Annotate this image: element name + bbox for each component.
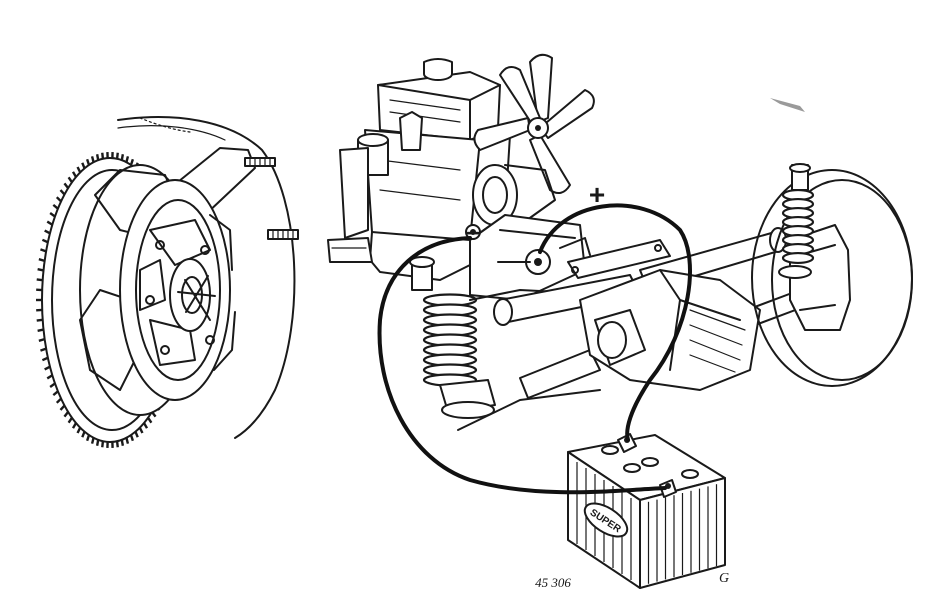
positive-cable	[538, 203, 692, 442]
rear-coil-spring	[778, 163, 815, 279]
negative-terminal-label: −	[466, 220, 480, 247]
cooling-fan	[473, 53, 595, 195]
battery-cables	[377, 203, 692, 495]
engine-block	[327, 53, 595, 301]
ink-smudge	[770, 98, 805, 112]
clutch-flywheel-assembly	[36, 116, 299, 448]
positive-terminal-label: +	[589, 179, 605, 210]
negative-cable	[377, 236, 667, 495]
artist-signature: G	[719, 571, 729, 586]
rear-wheel-drum	[751, 169, 913, 387]
plate-number: 45 306	[535, 575, 571, 590]
battery: SUPER	[567, 433, 726, 589]
battery-brand-plate	[583, 502, 629, 538]
front-coil-spring	[409, 256, 601, 431]
axle-and-transaxle	[493, 227, 807, 399]
transaxle-housing	[579, 269, 761, 391]
